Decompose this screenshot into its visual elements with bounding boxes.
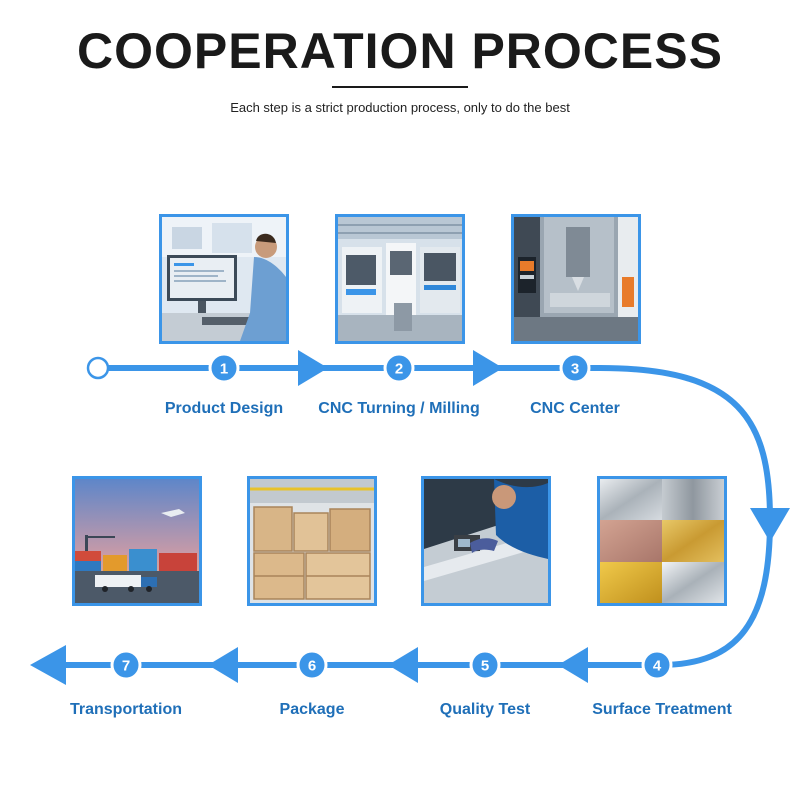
step-badge-1: 1 [208, 352, 240, 384]
svg-text:1: 1 [220, 361, 228, 378]
svg-text:6: 6 [308, 658, 316, 675]
title-underline [332, 86, 468, 88]
flow-start-circle [86, 356, 110, 380]
flow-arrow-right-2 [473, 350, 503, 386]
flow-arrow-left-3 [208, 647, 238, 683]
step-badge-3: 3 [559, 352, 591, 384]
svg-text:7: 7 [122, 658, 130, 675]
flow-arrow-left-2 [388, 647, 418, 683]
step-label-cnc-turning-milling: CNC Turning / Milling [318, 400, 480, 417]
step-label-cnc-center: CNC Center [530, 400, 620, 417]
svg-text:5: 5 [481, 658, 489, 675]
page-title: COOPERATION PROCESS [77, 23, 723, 79]
step-badge-2: 2 [383, 352, 415, 384]
flow-arrow-left-end [30, 645, 66, 685]
step-badge-5: 5 [469, 649, 501, 681]
step-badge-6: 6 [296, 649, 328, 681]
step-badge-7: 7 [110, 649, 142, 681]
svg-text:2: 2 [395, 361, 403, 378]
step-label-package: Package [279, 701, 345, 718]
svg-text:4: 4 [653, 658, 662, 675]
shipping-port-containers-photo [72, 476, 202, 606]
flow-arrow-down [750, 508, 790, 542]
svg-text:3: 3 [571, 361, 579, 378]
quality-inspection-photo [421, 476, 551, 606]
step-badge-4: 4 [641, 649, 673, 681]
flow-arrow-left-1 [558, 647, 588, 683]
cnc-machining-center-photo [511, 214, 641, 344]
office-computer-design-photo [159, 214, 289, 344]
step-label-transportation: Transportation [69, 701, 182, 718]
step-label-surface-treatment: Surface Treatment [592, 701, 732, 718]
step-label-quality-test: Quality Test [439, 701, 531, 718]
flow-arrow-right-1 [298, 350, 328, 386]
page-subtitle: Each step is a strict production process… [230, 100, 570, 115]
step-label-product-design: Product Design [164, 400, 284, 417]
wooden-crates-warehouse-photo [247, 476, 377, 606]
cnc-machines-factory-photo [335, 214, 465, 344]
metal-finish-swatches-photo [597, 476, 727, 606]
